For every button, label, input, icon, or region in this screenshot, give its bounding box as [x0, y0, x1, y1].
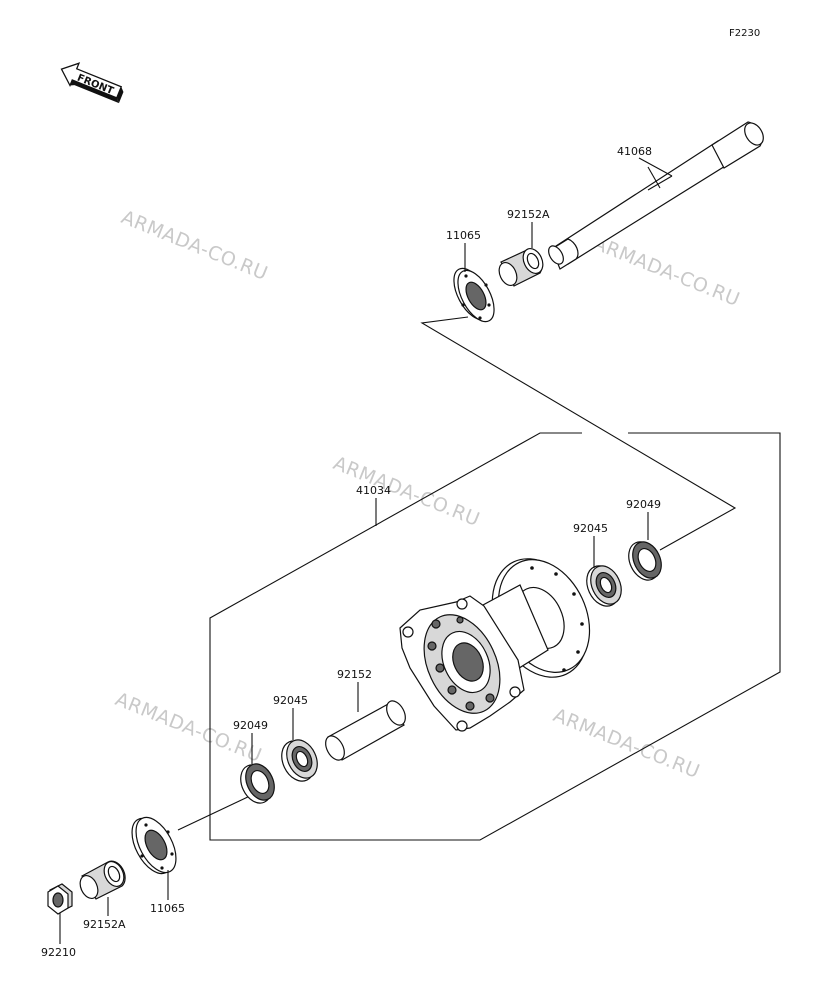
collar-top-92152A — [498, 248, 544, 287]
label-41034: 41034 — [356, 484, 391, 497]
label-92049-upper: 92049 — [626, 498, 661, 511]
label-41068: 41068 — [617, 145, 652, 158]
watermark-2: ARMADA-CO.RU — [590, 232, 743, 311]
bearing-upper-inner-92045 — [586, 565, 622, 607]
sleeve-92152 — [325, 700, 406, 761]
front-arrow-icon: FRONT — [60, 62, 124, 104]
bearing-upper-outer-92049 — [628, 541, 662, 581]
part-labels: 41068 92152A 11065 41034 92049 92045 921… — [41, 145, 661, 959]
label-92210: 92210 — [41, 946, 76, 959]
axle-connection-lines — [177, 316, 737, 831]
hub-41034 — [399, 558, 591, 732]
label-92049-lower: 92049 — [233, 719, 268, 732]
nut-92210 — [47, 883, 73, 915]
label-92045-upper: 92045 — [573, 522, 608, 535]
label-92045-lower: 92045 — [273, 694, 308, 707]
label-11065-top: 11065 — [446, 229, 481, 242]
hub-assembly-frame — [209, 432, 781, 841]
watermark-1: ARMADA-CO.RU — [118, 206, 271, 285]
label-92152: 92152 — [337, 668, 372, 681]
bearing-lower-outer-92049 — [240, 763, 275, 804]
diagram-code: F2230 — [729, 28, 760, 39]
watermark-5: ARMADA-CO.RU — [550, 704, 703, 783]
label-92152A-bottom: 92152A — [83, 918, 126, 931]
leader-lines — [59, 157, 673, 944]
plate-top-11065 — [453, 267, 495, 323]
watermark-3: ARMADA-CO.RU — [330, 452, 483, 531]
bearing-lower-inner-92045 — [281, 739, 318, 782]
collar-bottom-92152A — [79, 860, 126, 900]
plate-bottom-11065 — [131, 816, 177, 875]
axle-41068 — [548, 121, 764, 270]
label-11065-bottom: 11065 — [150, 902, 185, 915]
label-92152A-top: 92152A — [507, 208, 550, 221]
